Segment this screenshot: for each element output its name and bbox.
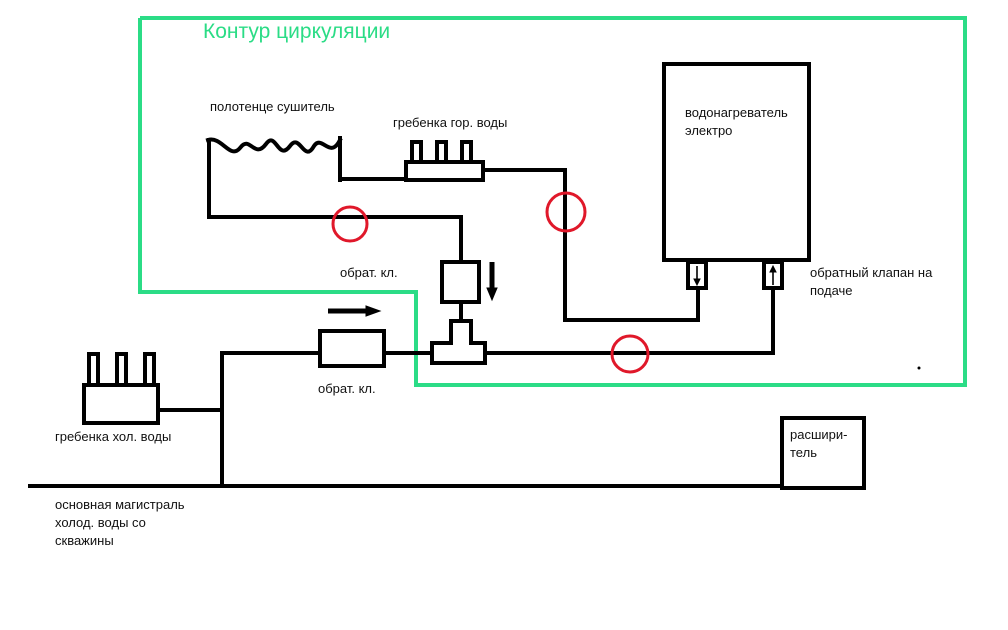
main-line-label-3: скважины [55,533,114,548]
heater-outlet-valve [686,260,708,290]
main-line-label-1: основная магистраль [55,497,185,512]
check-valve-bottom-label: обрат. кл. [318,381,376,396]
towel-dryer-label: полотенце сушитель [210,99,335,114]
cold-manifold-outlet-2 [115,352,128,387]
hot-manifold-outlet-2 [435,140,448,164]
tee-fitting [430,319,487,365]
hot-water-manifold [404,160,485,182]
stray-dot [917,366,921,370]
expansion-tank [780,416,866,490]
cold-water-manifold [82,383,160,425]
expander-label-2: тель [790,445,817,460]
circulation-loop-outline [138,16,967,387]
loop-title: Контур циркуляции [203,20,391,43]
flow-arrow-down-head [486,287,498,302]
cold-manifold-outlet-3 [143,352,156,387]
check-valve-top-label: обрат. кл. [340,265,398,280]
heater-inlet-arrow-head [769,264,777,273]
heater-label-1: водонагреватель [685,105,788,120]
check-valve-bottom [318,329,386,368]
pipe-supply-to-heater [483,286,775,355]
marker-circle-return [331,205,369,243]
supply-check-label-2: подаче [810,283,853,298]
marker-circle-hot [545,191,587,233]
heater-outlet-arrow-head [693,278,701,287]
hot-manifold-outlet-3 [460,140,473,164]
pipe-circulation-return [207,215,463,264]
main-line-label-2: холод. воды со [55,515,146,530]
flow-arrow-right-head [365,305,382,317]
heater-label-2: электро [685,123,733,138]
water-heater [662,62,811,262]
towel-dryer [205,137,343,154]
marker-circle-supply [610,334,650,374]
expander-label-1: расшири- [790,427,848,442]
pipe-cold-riser [220,351,322,488]
hot-manifold-outlet-1 [410,140,423,164]
check-valve-top [440,260,481,304]
cold-manifold-label: гребенка хол. воды [55,429,172,444]
cold-manifold-outlet-1 [87,352,100,387]
hot-manifold-label: гребенка гор. воды [393,115,508,130]
heater-inlet-check-valve [762,260,784,290]
supply-check-label-1: обратный клапан на [810,265,933,280]
pipe-hot-supply [481,168,700,322]
